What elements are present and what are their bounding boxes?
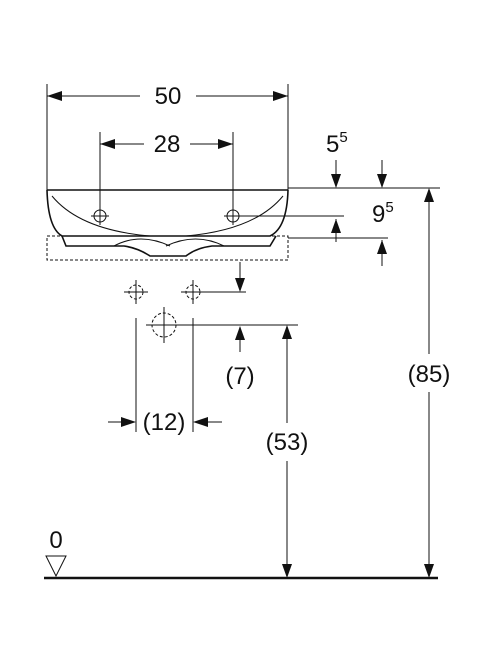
dimension-rim-offset: 55 [288, 129, 388, 189]
drain-height-label: (53) [266, 429, 309, 456]
basin-dashed-extent [46, 235, 289, 261]
supply-offset-label: (7) [225, 363, 254, 390]
dimension-supply-offset: (7) [176, 262, 298, 390]
dimension-tap-hole-depth: 95 [240, 199, 394, 266]
dimension-supply-spacing: (12) [108, 318, 222, 436]
level-triangle-icon [45, 555, 67, 578]
dimension-drain-height: (53) [266, 325, 309, 578]
rim-offset-label: 55 [326, 129, 348, 158]
dimension-rim-height: (85) [290, 187, 451, 578]
rim-height-label: (85) [408, 361, 451, 388]
dimension-tap-hole-spacing: 28 [99, 131, 234, 210]
supply-symbol-right [181, 280, 205, 304]
tap-hole-depth-label: 95 [372, 199, 394, 228]
width-total-label: 50 [155, 83, 182, 110]
tap-hole-spacing-label: 28 [154, 131, 181, 158]
floor-level: 0 [44, 527, 438, 580]
supply-symbol-left [124, 280, 148, 304]
floor-level-label: 0 [49, 527, 62, 554]
washbasin-outline [46, 189, 289, 257]
supply-spacing-label: (12) [143, 409, 186, 436]
dimension-width-total: 50 [46, 83, 289, 190]
